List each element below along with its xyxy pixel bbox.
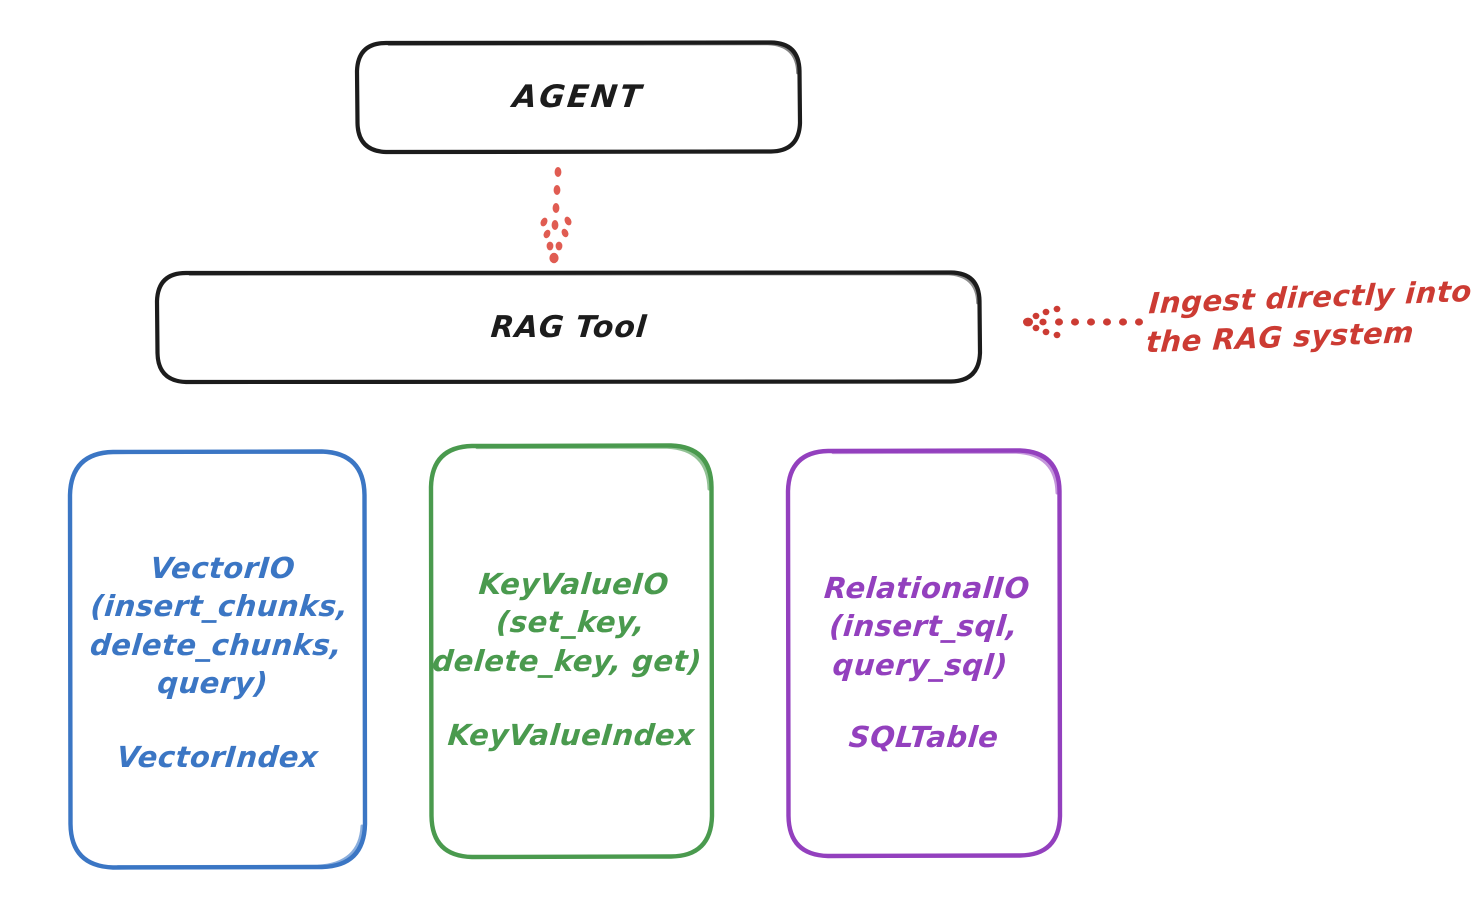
relational-io-primary-label: RelationalIO (insert_sql, query_sql) [823, 571, 1032, 682]
key-value-io-node[interactable]: KeyValueIO (set_key, delete_key, get) Ke… [430, 445, 712, 857]
agent-label: AGENT [511, 79, 646, 115]
key-value-io-primary-label: KeyValueIO (set_key, delete_key, get) [431, 567, 704, 678]
key-value-io-secondary-label: KeyValueIndex [446, 718, 696, 753]
vector-io-secondary-label: VectorIndex [115, 739, 320, 774]
rag-tool-label: RAG Tool [489, 309, 648, 345]
ingest-annotation-label: Ingest directly into the RAG system [1145, 273, 1474, 359]
vector-io-node[interactable]: VectorIO (insert_chunks, delete_chunks, … [70, 451, 365, 868]
vector-io-primary-label: VectorIO (insert_chunks, delete_chunks, … [88, 550, 350, 700]
rag-tool-node[interactable]: RAG Tool [157, 272, 980, 382]
agent-node[interactable]: AGENT [357, 42, 800, 152]
agent-to-rag-tool-connector [540, 167, 572, 264]
relational-io-secondary-label: SQLTable [847, 720, 1001, 755]
relational-io-node[interactable]: RelationalIO (insert_sql, query_sql) SQL… [788, 450, 1060, 856]
ingest-arrow-connector [1023, 305, 1143, 339]
